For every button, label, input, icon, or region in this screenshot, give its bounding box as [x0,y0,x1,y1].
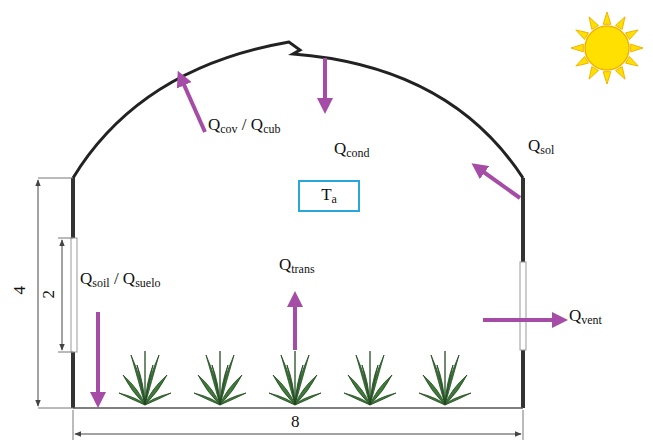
heat-flow-label: Qcond [334,140,370,160]
heat-flow-label: Qvent [569,307,602,327]
sun-disc [585,26,629,70]
sun-ray [589,17,598,30]
temperature-box: Ta [298,180,360,212]
sun-ray [631,44,643,52]
sun-ray [626,57,639,66]
sun-ray [576,30,589,39]
plant [419,351,471,405]
dimension-label: 4 [11,286,30,295]
plant [344,351,396,405]
sun-ray [603,12,611,24]
node-text: Ta [321,186,337,206]
sun-ray [571,44,583,52]
dimension-label: 8 [291,413,300,432]
sun-ray [603,72,611,84]
sun-ray [616,17,625,30]
heat-flow-label: Qsol [528,137,554,157]
plant [269,351,321,405]
plant [119,351,171,405]
sun-ray [616,67,625,80]
dimension-label: 2 [40,290,59,299]
plant [194,351,246,405]
heat-flow-label: Qsoil / Qsuelo [80,270,160,290]
sun-ray [626,30,639,39]
sun-ray [576,57,589,66]
heat-flow-label: Qtrans [279,256,315,276]
heat-flow-label: Qcov / Qcub [208,116,280,136]
sun-ray [589,67,598,80]
